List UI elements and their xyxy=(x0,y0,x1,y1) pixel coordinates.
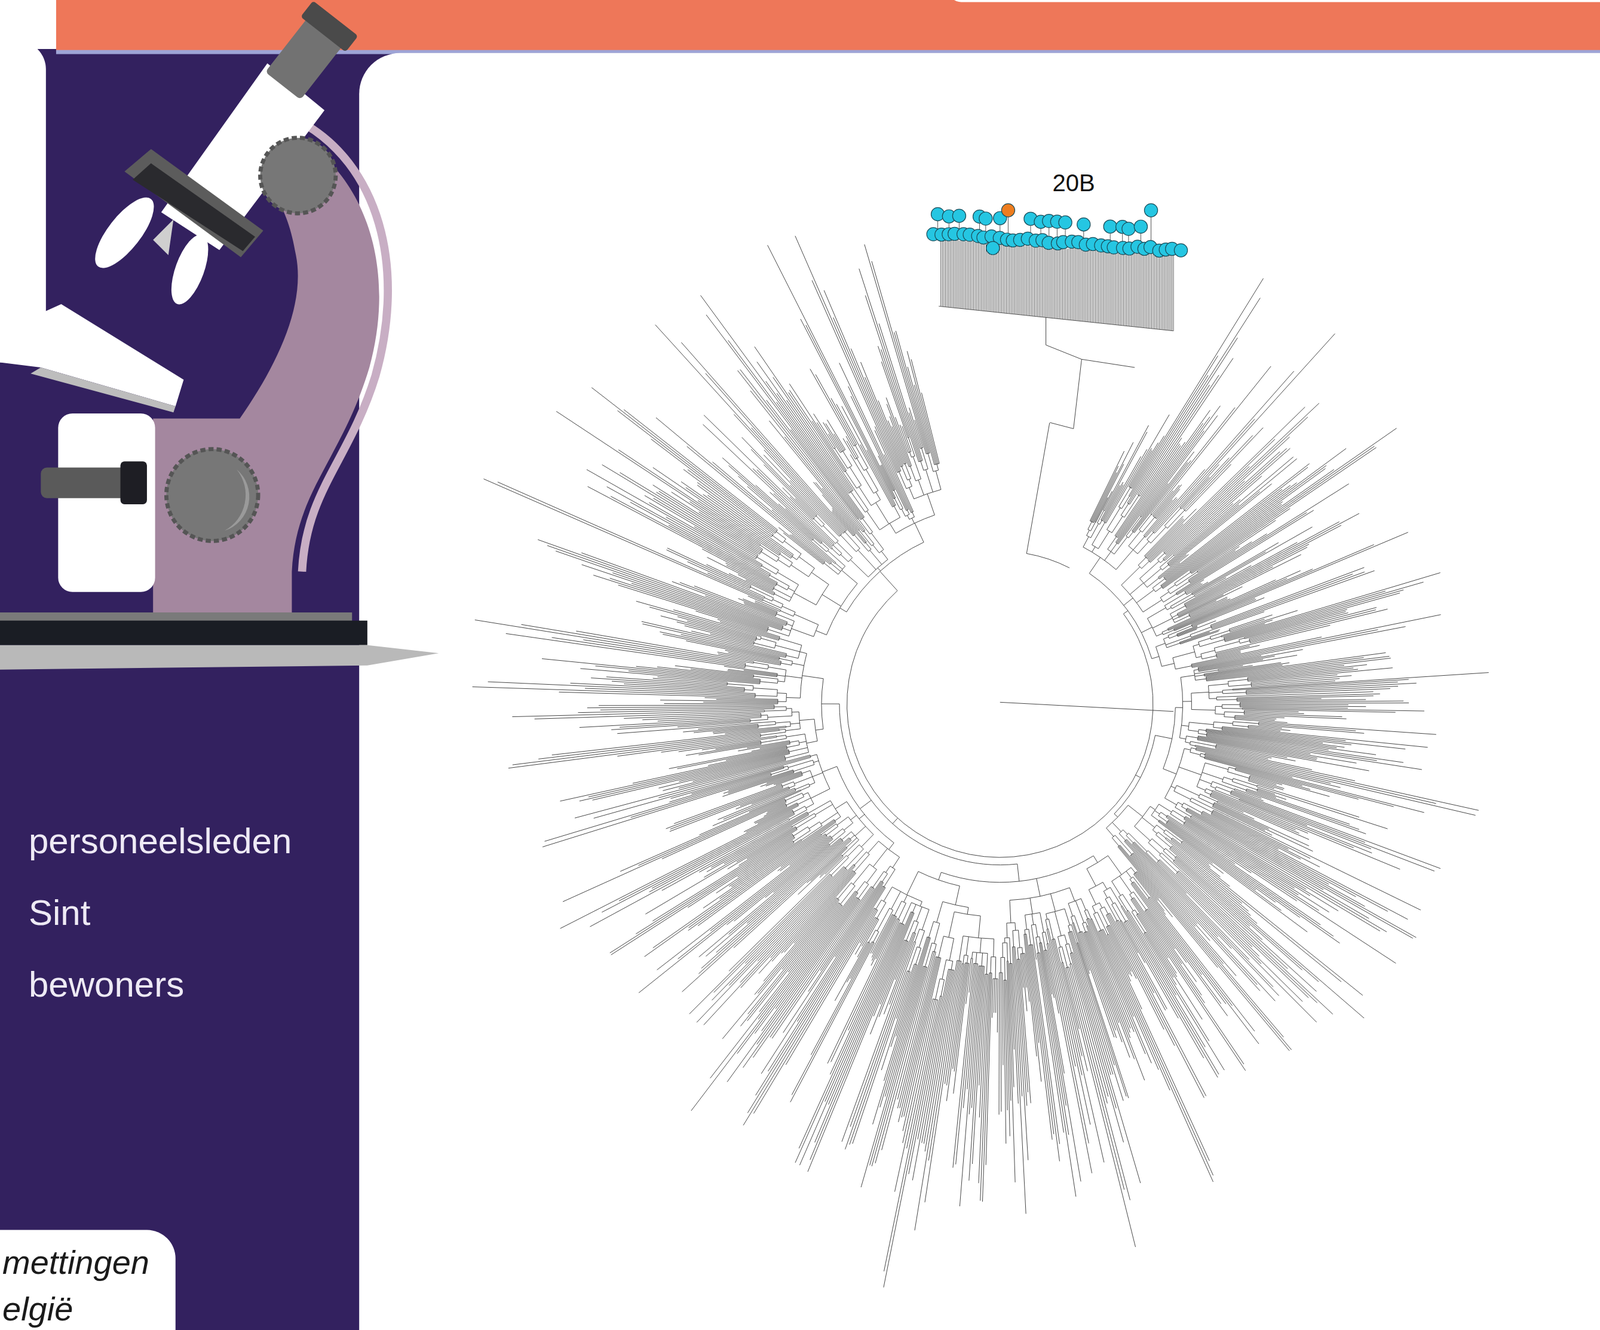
tip-marker xyxy=(986,241,1000,255)
base-shadow xyxy=(0,645,439,670)
tip-marker xyxy=(1103,219,1117,234)
legend-text: Sint xyxy=(28,893,91,932)
content-panel xyxy=(359,53,1600,1330)
legend-text: personeelsleden xyxy=(28,822,292,860)
tip-marker xyxy=(1122,222,1136,236)
white-block xyxy=(0,40,47,363)
tip-marker xyxy=(952,209,966,223)
tree-branches xyxy=(472,235,1489,1288)
microscope-illustration xyxy=(0,0,439,670)
legend-text: bewoners xyxy=(28,965,185,1004)
mirror-plate xyxy=(0,304,184,407)
eyepiece-cap xyxy=(300,0,358,52)
source-note: mettingen xyxy=(2,1245,150,1281)
footer-card xyxy=(0,1230,176,1330)
source-note: elgië xyxy=(2,1291,73,1327)
clade-branches xyxy=(938,210,1175,331)
knob-shine xyxy=(224,469,250,532)
tip-markers xyxy=(926,203,1188,258)
focus-knob xyxy=(166,449,259,542)
tip-marker xyxy=(979,212,993,226)
top-tab xyxy=(948,0,1600,2)
focus-knob xyxy=(260,138,336,214)
tip-marker xyxy=(1058,215,1072,229)
clamp-end xyxy=(120,461,147,505)
base xyxy=(0,620,368,646)
objective xyxy=(163,230,216,309)
tip-marker xyxy=(1174,243,1188,257)
objective xyxy=(85,188,164,277)
objective-shade xyxy=(152,219,174,256)
eyepiece xyxy=(260,0,359,104)
mirror-shade xyxy=(30,367,176,413)
clade-label: 20B xyxy=(1049,170,1097,196)
white-pillar xyxy=(57,413,155,593)
tip-marker xyxy=(1133,219,1148,234)
tip-marker xyxy=(1144,203,1158,217)
tip-marker xyxy=(1077,218,1091,232)
tip-marker xyxy=(1001,203,1015,217)
